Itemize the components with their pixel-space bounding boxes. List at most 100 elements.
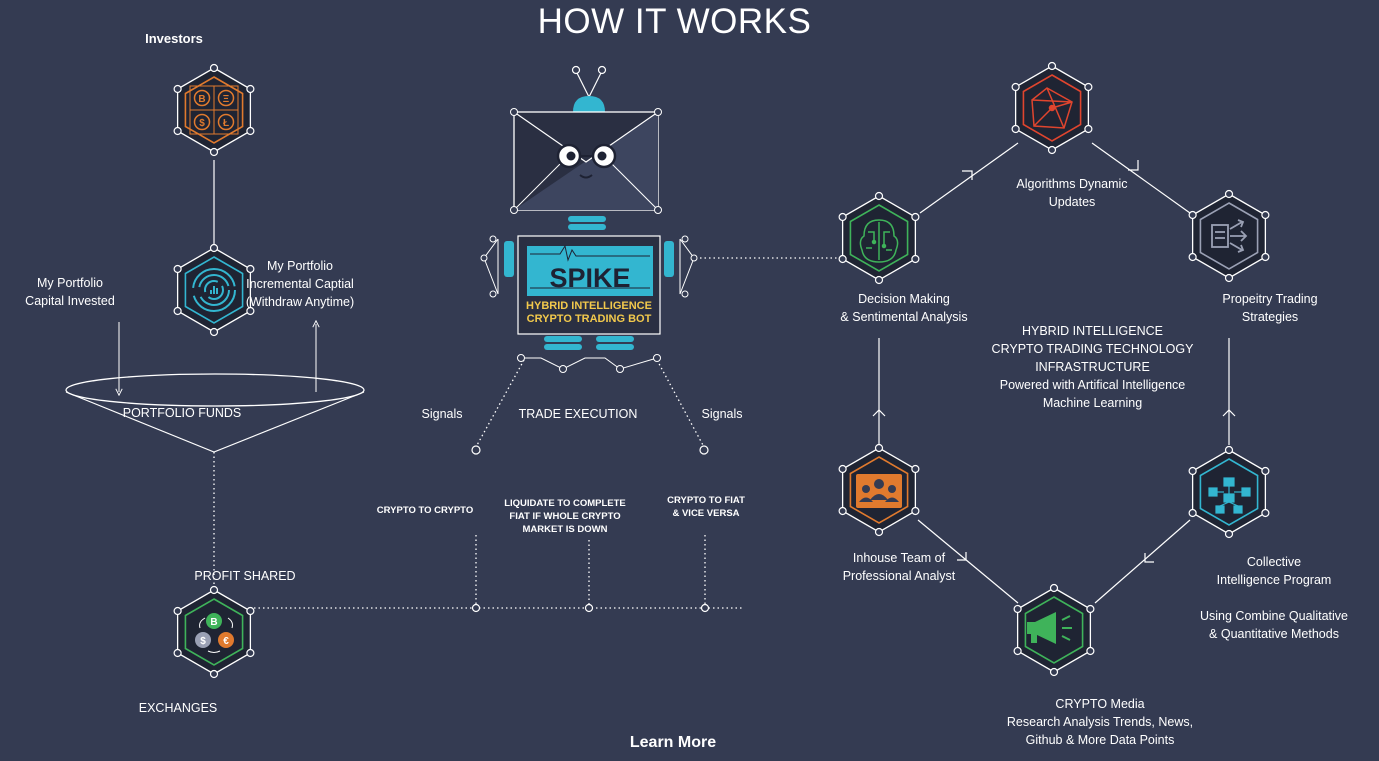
team-analysts-icon: [856, 474, 902, 508]
proprietary-hex: [1188, 189, 1270, 283]
hex-vertex-dot: [209, 243, 219, 253]
collective-line: Intelligence Program: [1216, 573, 1332, 587]
crypto-coins-icon: B Ξ $ Ł: [189, 85, 239, 135]
hex-vertex-dot: [911, 254, 920, 264]
arrowhead: [872, 409, 886, 417]
hex-vertex-dot: [1013, 604, 1022, 614]
hex-vertex-dot: [246, 648, 255, 658]
crypto-to-crypto-label: CRYPTO TO CRYPTO: [376, 505, 474, 516]
signals-right-label: Signals: [701, 407, 743, 421]
hex-vertex-dot: [173, 264, 182, 274]
collective-label: Collective Intelligence Program: [1204, 553, 1344, 589]
hex-vertex-dot: [209, 147, 219, 157]
hex-vertex-dot: [1084, 124, 1093, 134]
hierarchy-network-icon: [1208, 477, 1251, 514]
fingerprint-chart-icon: [192, 268, 236, 312]
svg-text:€: €: [223, 636, 229, 647]
node-dot: [471, 603, 481, 613]
svg-text:B: B: [198, 94, 205, 105]
capital-invested-line: My Portfolio: [37, 276, 103, 290]
megaphone-icon: [1027, 612, 1072, 644]
hex-vertex-dot: [1013, 646, 1022, 656]
inhouse-line: Professional Analyst: [842, 569, 956, 583]
incremental-line: Incremental Captial: [246, 277, 354, 291]
hex-vertex-dot: [874, 191, 884, 201]
hex-vertex-dot: [1086, 646, 1095, 656]
hex-vertex-dot: [1047, 61, 1057, 71]
hex-vertex-dot: [246, 306, 255, 316]
hex-vertex-dot: [1261, 252, 1270, 262]
hex-vertex-dot: [246, 84, 255, 94]
liquidate-line: MARKET IS DOWN: [522, 524, 608, 535]
hex-vertex-dot: [1188, 466, 1197, 476]
decision-line: Decision Making: [858, 292, 950, 306]
hex-vertex-dot: [209, 327, 219, 337]
hex-vertex-dot: [1261, 508, 1270, 518]
hex-vertex-dot: [173, 84, 182, 94]
algorithms-to-proprietary-line: [1091, 142, 1191, 214]
inhouse-line: Inhouse Team of: [852, 551, 946, 565]
liquidate-label: LIQUIDATE TO COMPLETE FIAT IF WHOLE CRYP…: [500, 497, 630, 536]
crypto-media-line: CRYPTO Media: [1055, 697, 1145, 711]
proprietary-line: Propeitry Trading: [1222, 292, 1318, 306]
hex-vertex-dot: [1224, 529, 1234, 539]
page-title: HOW IT WORKS: [537, 2, 812, 41]
crypto-to-fiat-label: CRYPTO TO FIAT & VICE VERSA: [656, 494, 756, 520]
investors-label: Investors: [145, 31, 203, 46]
infrastructure-text: HYBRID INTELLIGENCE CRYPTO TRADING TECHN…: [985, 322, 1200, 412]
hex-vertex-dot: [874, 527, 884, 537]
robot-antenna-dome: [573, 96, 605, 112]
capital-invested-line: Capital Invested: [25, 294, 115, 308]
svg-text:Ł: Ł: [223, 118, 229, 129]
crypto-media-label: CRYPTO Media Research Analysis Trends, N…: [1000, 695, 1200, 749]
hex-vertex-dot: [209, 63, 219, 73]
hex-vertex-dot: [1224, 273, 1234, 283]
arrowhead: [1128, 160, 1139, 171]
hex-vertex-dot: [209, 669, 219, 679]
hex-vertex-dot: [1011, 82, 1020, 92]
svg-text:B: B: [210, 617, 217, 628]
node-dot: [471, 445, 481, 455]
exchanges-label: EXCHANGES: [138, 701, 218, 715]
brain-circuit-icon: [859, 219, 899, 263]
algorithms-label: Algorithms Dynamic Updates: [1012, 175, 1132, 211]
hex-vertex-dot: [1011, 124, 1020, 134]
combine-methods-line: Using Combine Qualitative: [1200, 609, 1348, 623]
exchanges-hex: [173, 585, 255, 679]
robot-name: SPIKE: [549, 263, 631, 293]
decision-line: & Sentimental Analysis: [840, 310, 968, 324]
node-dot: [584, 603, 594, 613]
hex-vertex-dot: [1261, 210, 1270, 220]
svg-text:$: $: [200, 636, 206, 647]
crypto-media-line: Research Analysis Trends, News,: [1006, 715, 1194, 729]
collective-to-media-line: [1094, 519, 1191, 604]
learn-more-link[interactable]: Learn More: [629, 734, 717, 751]
hex-vertex-dot: [246, 264, 255, 274]
liquidate-line: FIAT IF WHOLE CRYPTO: [509, 511, 621, 522]
infrastructure-line: CRYPTO TRADING TECHNOLOGY: [991, 342, 1194, 356]
infrastructure-line: Machine Learning: [1042, 396, 1143, 410]
node-dot: [700, 603, 710, 613]
hex-vertex-dot: [1084, 82, 1093, 92]
hex-vertex-dot: [173, 126, 182, 136]
strategy-arrows-icon: [1211, 219, 1248, 253]
hex-vertex-dot: [1047, 145, 1057, 155]
hex-vertex-dot: [911, 464, 920, 474]
algorithms-line: Updates: [1048, 195, 1096, 209]
left-connectors: [65, 160, 838, 613]
hex-vertex-dot: [173, 606, 182, 616]
hex-vertex-dot: [838, 464, 847, 474]
infrastructure-line: INFRASTRUCTURE: [1035, 360, 1150, 374]
combine-methods-label: Using Combine Qualitative & Quantitative…: [1194, 607, 1354, 643]
hex-vertex-dot: [1224, 445, 1234, 455]
robot-tagline-1: HYBRID INTELLIGENCE: [526, 300, 652, 312]
proprietary-line: Strategies: [1241, 310, 1299, 324]
portfolio-funds-funnel-rim: [65, 373, 365, 407]
trade-execution-label: TRADE EXECUTION: [518, 407, 638, 421]
svg-text:$: $: [199, 118, 205, 129]
hex-vertex-dot: [173, 306, 182, 316]
signals-right-dotted: [656, 359, 705, 448]
hex-vertex-dot: [246, 126, 255, 136]
arrowhead: [957, 552, 967, 561]
